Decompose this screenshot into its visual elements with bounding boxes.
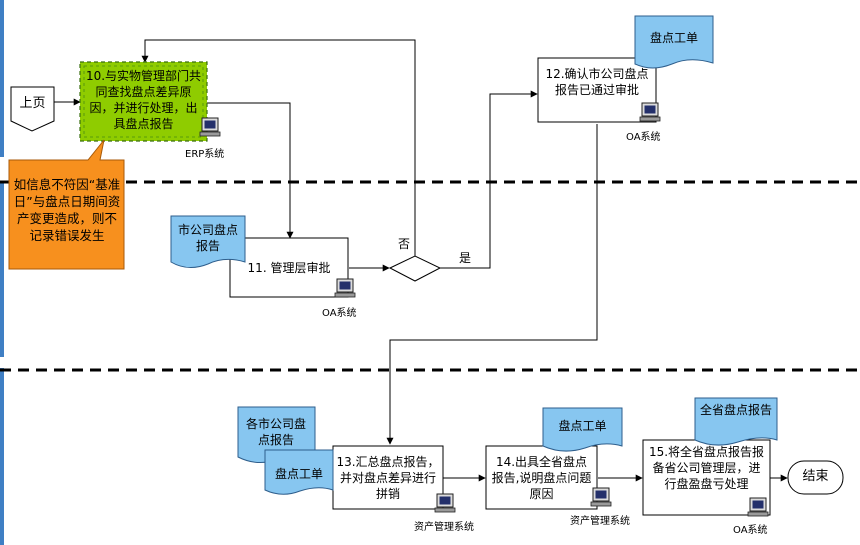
note-callout — [8, 139, 125, 270]
document-ticket-13: 盘点工单 — [274, 467, 323, 481]
step-10-box — [79, 61, 208, 142]
computer-icon — [639, 102, 661, 122]
computer-icon — [747, 497, 769, 517]
note-text: 如信息不符因“基准日”与盘点日期间资产变更造成，则不记录错误发生 — [13, 177, 121, 243]
decision-yes-label: 是 — [458, 251, 471, 265]
document-cities-report: 各市公司盘点报告 — [245, 417, 306, 447]
step-14-label: 14.出具全省盘点报告,说明盘点问题原因 — [491, 455, 592, 501]
connectors — [54, 39, 788, 482]
step-11-box — [229, 237, 349, 298]
end-terminator[interactable] — [787, 460, 844, 495]
computer-icon — [334, 278, 356, 298]
step-13-box — [332, 445, 444, 510]
step-14-box — [485, 445, 598, 510]
computer-icon — [199, 117, 221, 137]
step-14-system: 资产管理系统 — [570, 516, 630, 527]
step-15-system: OA系统 — [733, 525, 768, 536]
documents — [170, 15, 778, 495]
prev-page-label[interactable]: 上页 — [19, 96, 46, 111]
document-city-report: 市公司盘点报告 — [177, 223, 238, 253]
approval-decision-diamond — [388, 255, 442, 282]
document-ticket-14: 盘点工单 — [558, 419, 607, 433]
step-12-box — [537, 57, 657, 123]
step-13-system: 资产管理系统 — [414, 522, 474, 533]
end-label[interactable]: 结束 — [802, 469, 829, 484]
document-ticket-top: 盘点工单 — [649, 31, 698, 45]
step-11-system: OA系统 — [322, 308, 357, 319]
step-12-system: OA系统 — [626, 132, 661, 143]
step-15-box — [642, 439, 771, 516]
prev-page-connector[interactable] — [10, 86, 55, 132]
step-15-label: 15.将全省盘点报告报备省公司管理层，进行盘盈盘亏处理 — [648, 445, 765, 491]
step-11-label: 11. 管理层审批 — [247, 261, 331, 275]
step-10-system: ERP系统 — [185, 149, 225, 160]
step-10-label: 10.与实物管理部门共同查找盘点差异原因，并进行处理，出具盘点报告 — [85, 69, 202, 131]
decision-no-label: 否 — [397, 237, 410, 251]
document-province-report: 全省盘点报告 — [700, 403, 773, 417]
step-13-label: 13.汇总盘点报告，并对盘点差异进行拼销 — [336, 455, 440, 501]
swimlane-header-strip — [0, 0, 4, 545]
step-12-label: 12.确认市公司盘点报告已通过审批 — [545, 67, 649, 97]
computer-icon — [590, 487, 612, 507]
